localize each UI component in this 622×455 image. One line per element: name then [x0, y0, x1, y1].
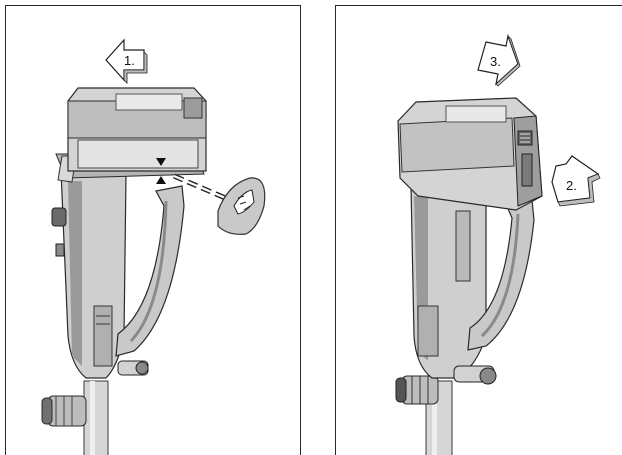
panel-insert-battery: 3. 2. — [335, 5, 622, 455]
side-screw — [51, 207, 67, 257]
step-1-label: 1. — [124, 53, 135, 68]
push-button-icon — [217, 177, 266, 235]
alignment-marks — [156, 158, 166, 184]
illustration-remove-battery: 1. — [41, 38, 266, 455]
clamp-knob — [41, 395, 87, 427]
lever-knob — [453, 365, 497, 385]
loop-grip — [467, 199, 535, 351]
tool-handle-body — [410, 185, 487, 379]
clamp-knob — [395, 375, 439, 405]
loop-grip — [115, 185, 185, 357]
lever-knob — [117, 360, 149, 376]
tool-handle-body — [60, 170, 127, 379]
step-3-label: 3. — [490, 54, 501, 69]
arrow-down-right-icon: 3. — [477, 33, 521, 87]
arrow-up-right-icon: 2. — [551, 155, 601, 207]
step-2-label: 2. — [566, 178, 577, 193]
panel-remove-battery: 1. — [5, 5, 301, 455]
illustration-insert-battery: 3. 2. — [395, 33, 601, 455]
mounting-pole — [83, 380, 109, 455]
battery-pack — [397, 97, 543, 211]
battery-pack — [67, 87, 207, 172]
arrow-left-icon: 1. — [105, 38, 148, 84]
